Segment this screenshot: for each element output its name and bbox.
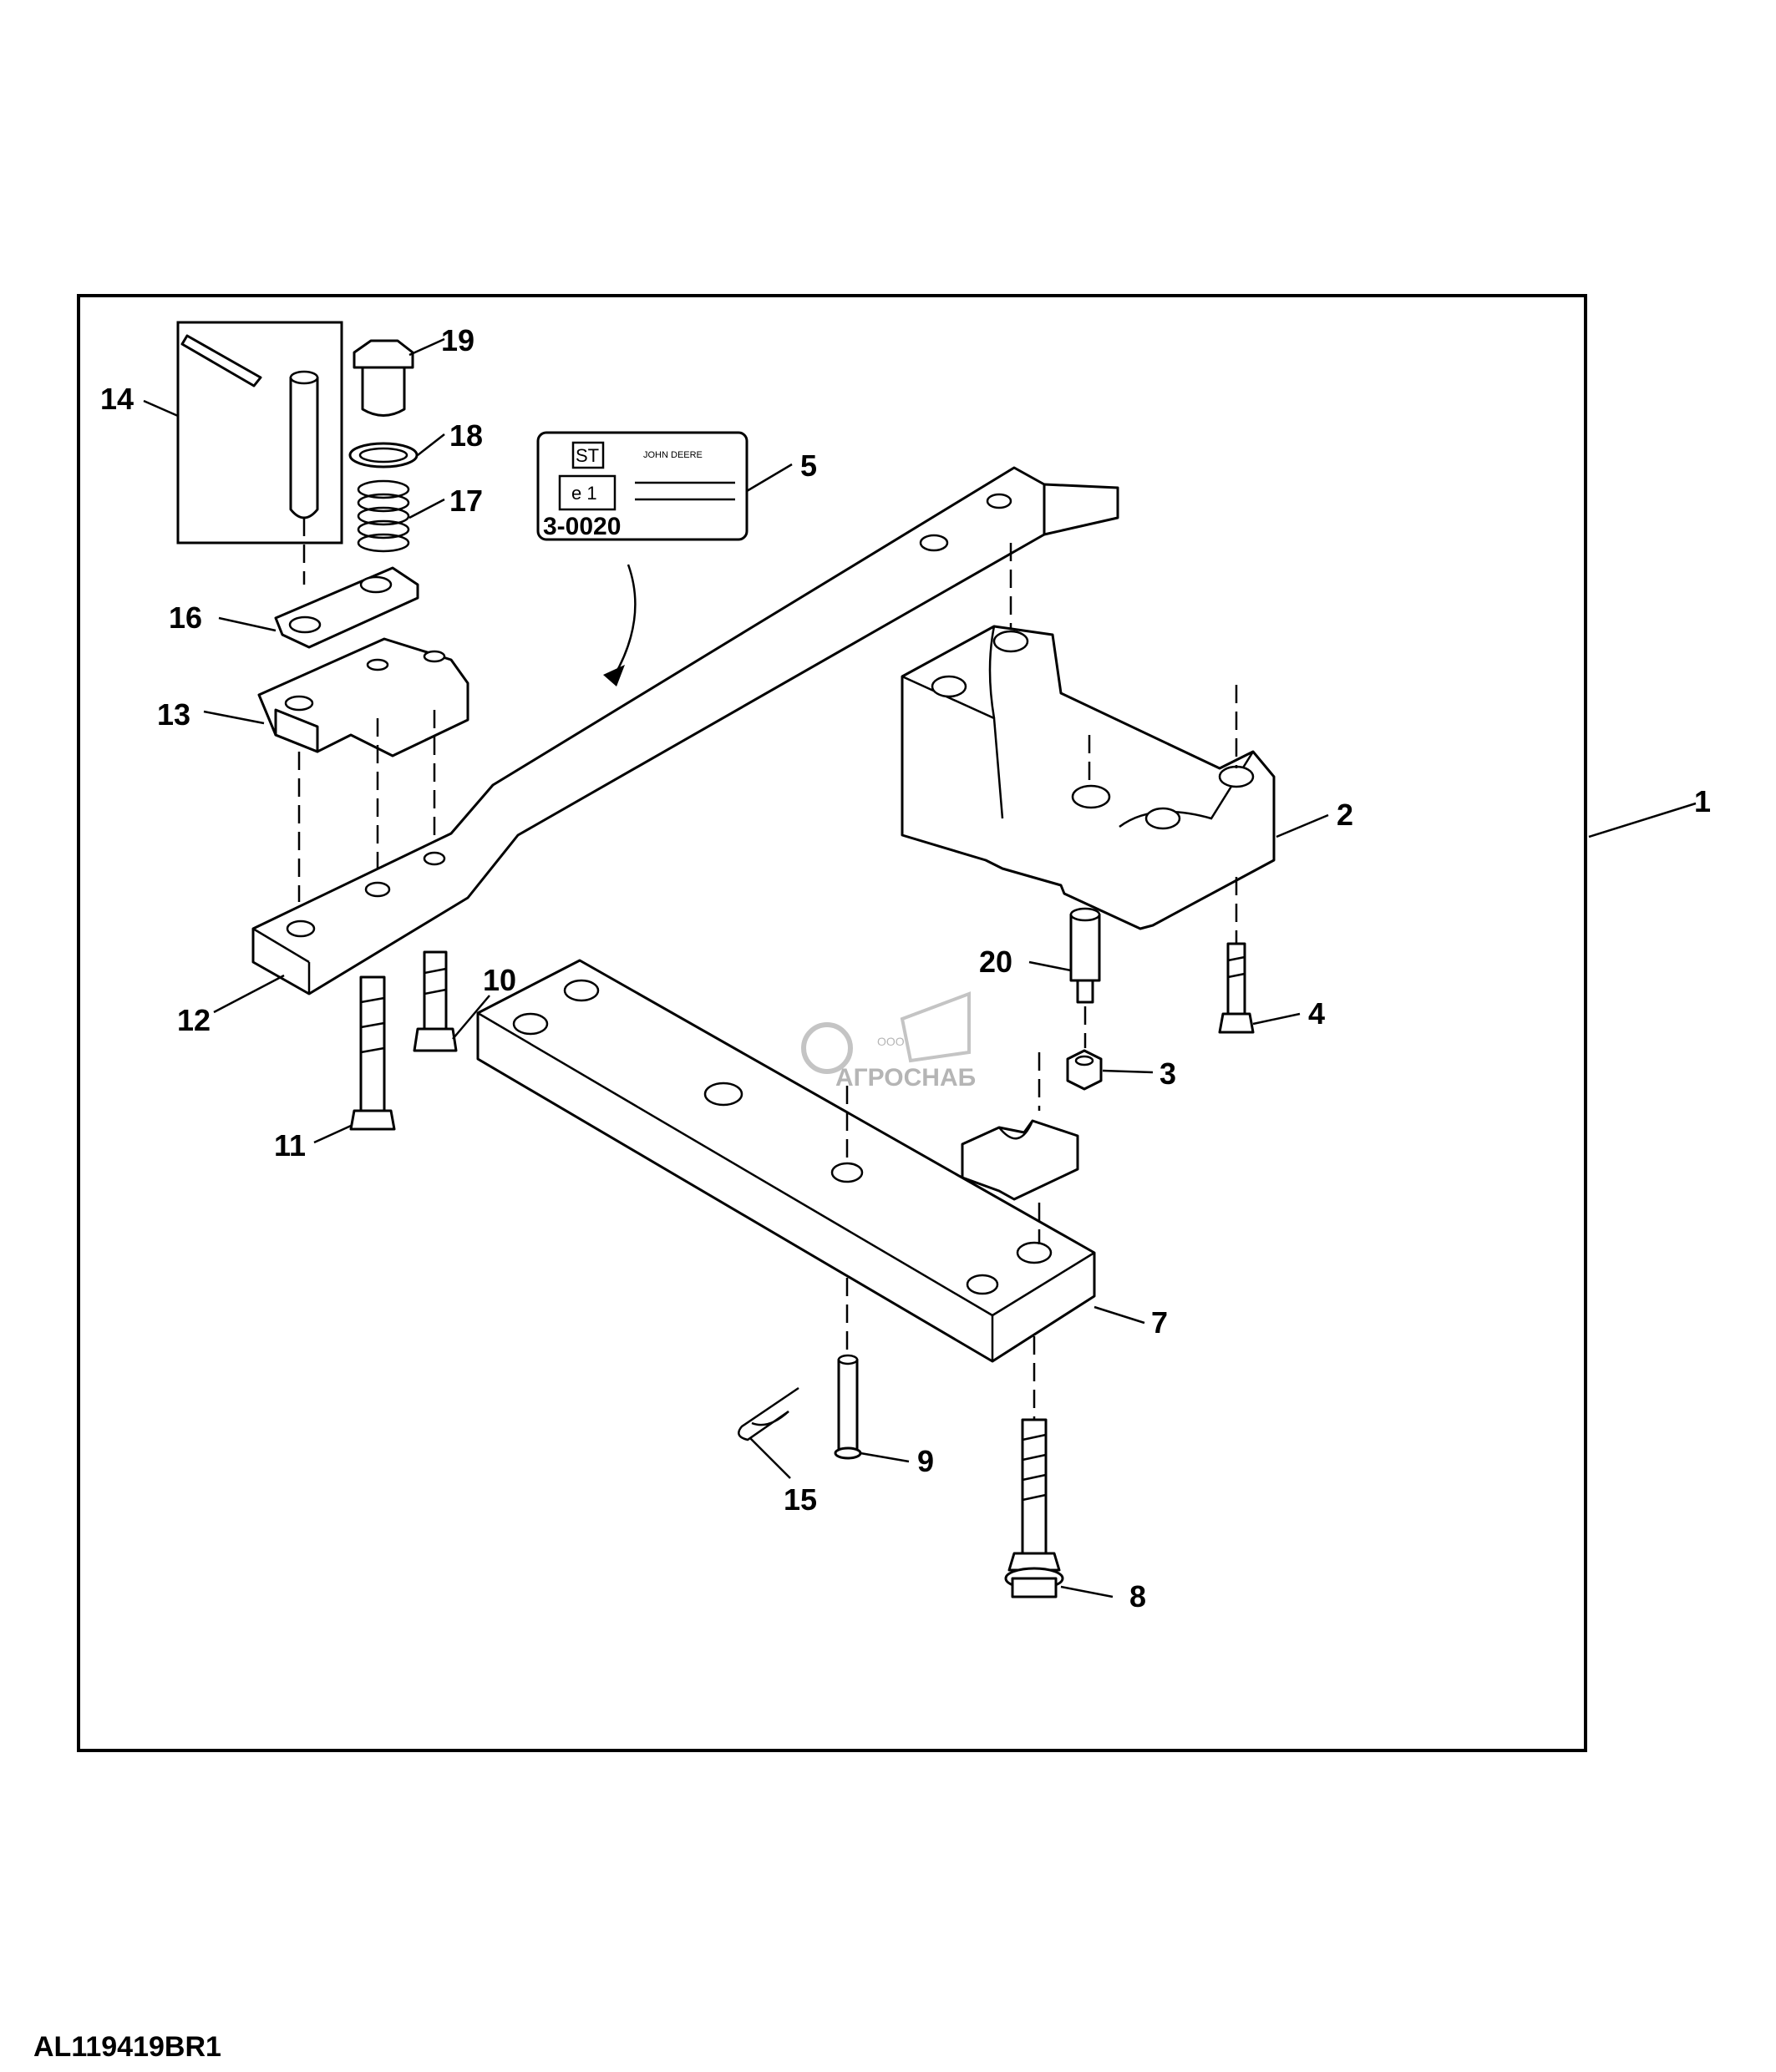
part-17-spring <box>357 479 410 553</box>
callout-2: 2 <box>1337 798 1353 832</box>
part-4-bolt <box>1218 942 1255 1034</box>
callout-7: 7 <box>1151 1305 1168 1340</box>
callout-5: 5 <box>800 448 817 483</box>
part-12-drawbar <box>251 466 1119 995</box>
callout-16: 16 <box>169 600 202 635</box>
callout-11: 11 <box>274 1128 306 1163</box>
watermark: ООО АГРОСНАБ <box>801 991 976 1092</box>
part-5-decal: ST e 1 JOHN DEERE 3-0020 <box>536 431 748 541</box>
decal-brand: JOHN DEERE <box>643 450 703 460</box>
part-19-plug <box>353 339 414 417</box>
callout-1: 1 <box>1694 784 1711 818</box>
part-11-bolt <box>349 975 396 1131</box>
part-3-nut <box>1066 1049 1103 1091</box>
part-14-pin <box>180 334 319 585</box>
part-20-pin <box>1069 907 1101 1048</box>
assembly-frame <box>77 294 1587 1752</box>
part-10-bolt <box>413 950 458 1052</box>
callout-3: 3 <box>1159 1056 1176 1091</box>
part-7-base-plate <box>476 959 1096 1420</box>
part-18-washer <box>348 442 419 469</box>
callout-9: 9 <box>917 1444 934 1478</box>
part-13-clevis <box>257 637 469 902</box>
callout-12: 12 <box>177 1003 211 1037</box>
callout-19: 19 <box>441 323 474 357</box>
part-16-plate <box>274 566 419 649</box>
watermark-name: АГРОСНАБ <box>835 1064 976 1092</box>
callout-10: 10 <box>483 963 516 997</box>
decal-arrow <box>603 564 637 686</box>
callout-8: 8 <box>1129 1579 1146 1614</box>
part-2-bracket <box>901 625 1276 944</box>
part-15-clip <box>738 1386 799 1441</box>
inset-box <box>176 321 343 545</box>
watermark-prefix: ООО <box>877 1035 905 1048</box>
decal-e-mark: e 1 <box>571 483 597 504</box>
callout-13: 13 <box>157 697 190 732</box>
figure-id: AL119419BR1 <box>33 2031 221 2063</box>
callout-17: 17 <box>449 484 483 518</box>
callout-20: 20 <box>979 945 1012 979</box>
decal-st-mark: ST <box>576 445 599 466</box>
leader-lines <box>143 337 1697 1598</box>
callout-18: 18 <box>449 418 483 453</box>
callout-4: 4 <box>1308 996 1325 1031</box>
part-8-flange-bolt <box>1004 1418 1064 1598</box>
callout-14: 14 <box>100 382 134 416</box>
decal-code: 3-0020 <box>543 513 621 540</box>
callout-15: 15 <box>784 1482 817 1517</box>
part-9-clevis-pin <box>834 1354 862 1460</box>
wedge-block <box>961 1052 1079 1201</box>
